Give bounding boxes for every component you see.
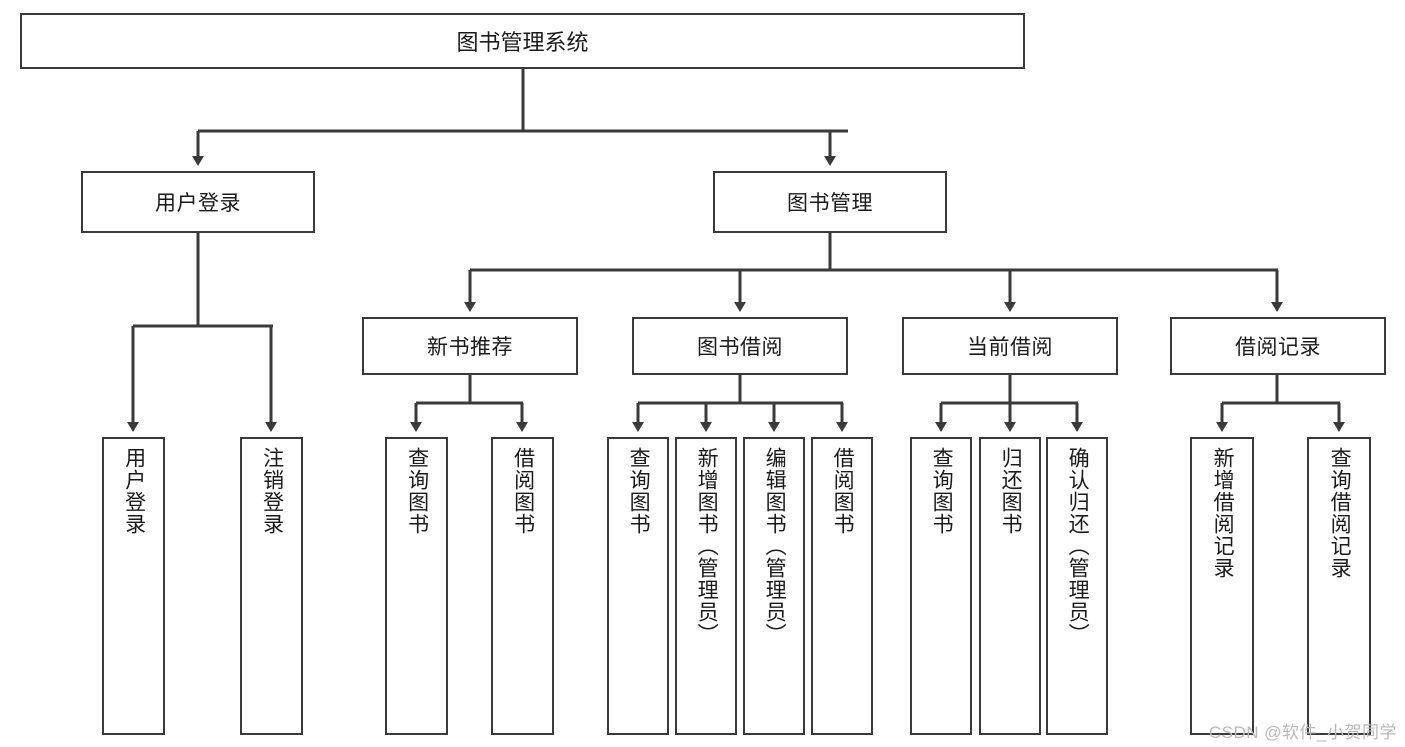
node-label: 新增图书（管理员） (695, 447, 719, 645)
leaf-current-borrow-return[interactable]: 归还图书 (979, 437, 1041, 735)
leaf-borrow-records-add[interactable]: 新增借阅记录 (1190, 437, 1254, 735)
node-label: 查询图书 (627, 447, 651, 535)
node-label: 图书管理系统 (456, 30, 589, 55)
node-label: 编辑图书（管理员） (763, 447, 787, 645)
node-label: 确认归还（管理员） (1066, 447, 1090, 645)
leaf-new-book-query[interactable]: 查询图书 (385, 437, 448, 735)
watermark-text: CSDN @软件_小贺同学 (1208, 723, 1397, 742)
node-label: 新增借阅记录 (1211, 447, 1235, 579)
leaf-current-borrow-query[interactable]: 查询图书 (910, 437, 972, 735)
node-root-book-management-system[interactable]: 图书管理系统 (20, 13, 1025, 69)
leaf-current-borrow-confirm-return[interactable]: 确认归还（管理员） (1046, 437, 1108, 735)
node-book-borrow[interactable]: 图书借阅 (632, 317, 848, 375)
node-label: 查询图书 (405, 447, 429, 535)
leaf-book-borrow-borrow[interactable]: 借阅图书 (811, 437, 873, 735)
node-label: 用户登录 (122, 447, 146, 535)
node-label: 借阅记录 (1235, 336, 1321, 359)
node-user-login[interactable]: 用户登录 (81, 171, 315, 233)
leaf-book-borrow-add[interactable]: 新增图书（管理员） (675, 437, 737, 735)
node-borrow-records[interactable]: 借阅记录 (1170, 317, 1386, 375)
node-label: 借阅图书 (831, 447, 855, 535)
node-current-borrow[interactable]: 当前借阅 (902, 317, 1118, 375)
leaf-borrow-records-query[interactable]: 查询借阅记录 (1307, 437, 1371, 735)
node-new-book-recommend[interactable]: 新书推荐 (362, 317, 578, 375)
node-label: 归还图书 (999, 447, 1023, 535)
node-label: 当前借阅 (967, 336, 1053, 359)
node-label: 用户登录 (155, 192, 241, 215)
node-label: 新书推荐 (427, 336, 513, 359)
leaf-user-login-logout[interactable]: 注销登录 (240, 437, 303, 735)
node-label: 图书借阅 (697, 336, 783, 359)
node-label: 查询图书 (930, 447, 954, 535)
node-label: 注销登录 (260, 447, 284, 535)
leaf-user-login-login[interactable]: 用户登录 (102, 437, 165, 735)
node-label: 查询借阅记录 (1328, 447, 1352, 579)
leaf-new-book-borrow[interactable]: 借阅图书 (491, 437, 554, 735)
leaf-book-borrow-edit[interactable]: 编辑图书（管理员） (743, 437, 805, 735)
node-label: 借阅图书 (511, 447, 535, 535)
node-label: 图书管理 (787, 192, 873, 215)
node-book-management[interactable]: 图书管理 (713, 171, 947, 233)
leaf-book-borrow-query[interactable]: 查询图书 (607, 437, 669, 735)
